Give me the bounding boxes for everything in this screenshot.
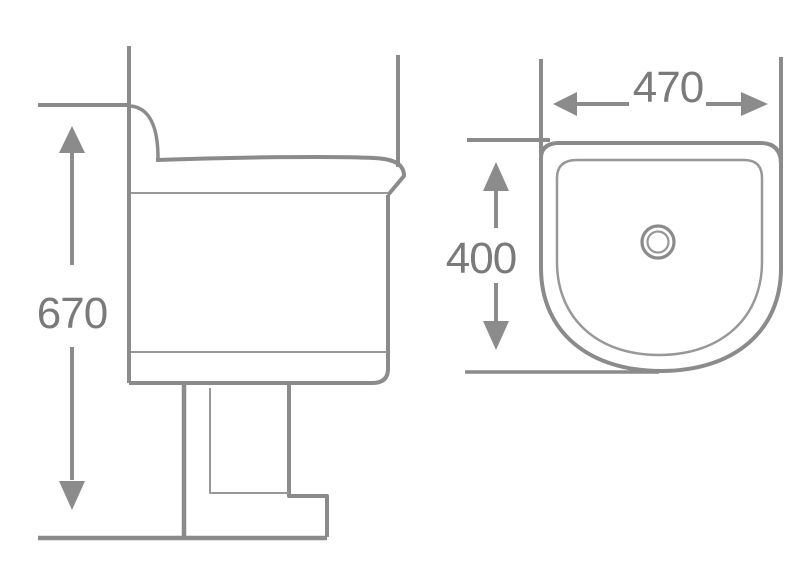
basin-inner-outline [555, 158, 764, 357]
up-arrow-icon [59, 126, 85, 153]
height-dimension: 670 [37, 126, 108, 510]
drain-inner-ring [646, 230, 670, 254]
top-view: 470 400 [446, 57, 783, 374]
body-outline [129, 195, 390, 385]
depth-dimension: 400 [446, 162, 517, 350]
rim-top-profile [155, 154, 406, 197]
side-view: 670 [37, 46, 406, 541]
up-arrow-icon [483, 162, 509, 191]
depth-dimension-label: 400 [446, 234, 516, 283]
down-arrow-icon [59, 481, 85, 510]
right-arrow-icon [741, 92, 768, 116]
height-dimension-label: 670 [37, 289, 107, 338]
drain-outer-ring [640, 224, 676, 260]
rim-back-curve [130, 104, 160, 159]
width-dimension-label: 470 [633, 63, 703, 112]
width-dimension: 470 [553, 63, 768, 116]
pedestal-right-outline [287, 383, 329, 537]
basin-outer-outline [539, 141, 783, 373]
down-arrow-icon [483, 321, 509, 350]
pedestal-inner-line [209, 388, 289, 494]
left-arrow-icon [553, 92, 577, 116]
